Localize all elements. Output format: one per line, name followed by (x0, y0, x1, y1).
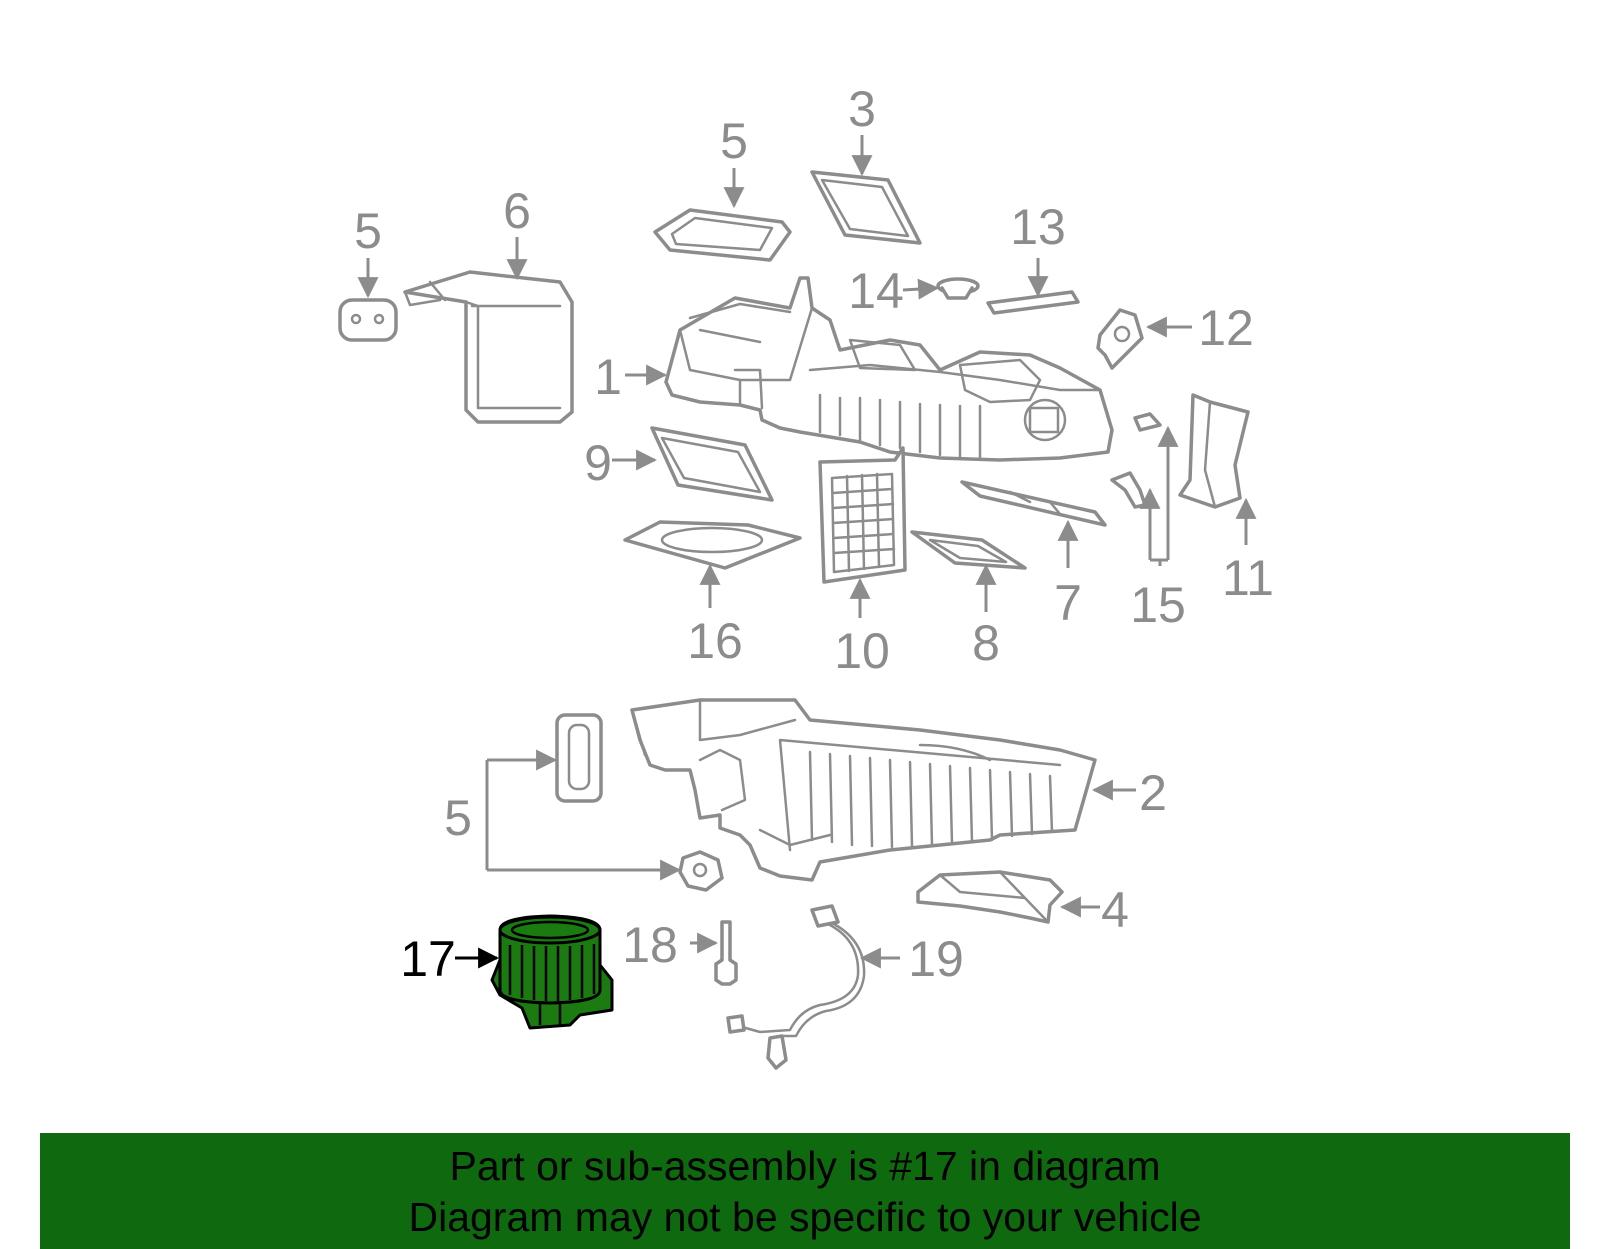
callout-numbers: 5 6 5 3 14 13 12 1 9 16 10 8 7 15 11 5 2… (354, 81, 1274, 987)
callout-13: 13 (1010, 199, 1066, 255)
callout-16: 16 (687, 613, 743, 669)
callout-17: 17 (400, 931, 456, 987)
callout-1: 1 (594, 349, 622, 405)
callout-12: 12 (1198, 300, 1254, 356)
callout-14: 14 (848, 263, 904, 319)
callout-15: 15 (1130, 577, 1186, 633)
callout-5: 5 (354, 203, 382, 259)
callout-18: 18 (622, 917, 678, 973)
part-6-heater-core[interactable] (403, 270, 574, 424)
callout-6: 6 (503, 183, 531, 239)
callout-5: 5 (720, 113, 748, 169)
part-14-cap[interactable] (936, 277, 980, 300)
part-5-gasket-top[interactable] (653, 208, 792, 262)
leader-lines (357, 135, 1257, 969)
part-2-lower-housing[interactable] (630, 698, 1097, 882)
part-12-bracket[interactable] (1096, 308, 1144, 370)
part-7-strip[interactable] (960, 480, 1107, 527)
callout-5: 5 (444, 790, 472, 846)
callout-4: 4 (1101, 882, 1129, 938)
part-13-strip[interactable] (986, 290, 1080, 315)
callout-19: 19 (908, 931, 964, 987)
part-4-duct[interactable] (916, 870, 1064, 924)
callout-11: 11 (1222, 550, 1274, 606)
callout-2: 2 (1139, 765, 1167, 821)
part-3-door[interactable] (810, 170, 922, 245)
banner-line-part: Part or sub-assembly is #17 in diagram (449, 1143, 1161, 1189)
part-1-upper-housing[interactable] (664, 276, 1114, 462)
callout-9: 9 (584, 435, 612, 491)
part-18-sensor[interactable] (714, 920, 738, 986)
callout-3: 3 (848, 81, 876, 137)
part-17-blower-motor[interactable] (490, 914, 614, 1030)
part-5-seal-left[interactable] (338, 298, 398, 342)
part-10-filter[interactable] (818, 446, 907, 584)
part-5-grommet[interactable] (678, 850, 724, 892)
callout-10: 10 (834, 623, 890, 679)
callout-7: 7 (1054, 575, 1082, 631)
part-11-duct[interactable] (1178, 393, 1250, 509)
banner-line-disclaimer: Diagram may not be specific to your vehi… (408, 1194, 1202, 1240)
part-9-door[interactable] (650, 426, 774, 502)
part-5-seal-oval[interactable] (555, 713, 603, 803)
part-15-clips[interactable] (1110, 412, 1162, 509)
part-19-harness[interactable] (726, 904, 866, 1070)
info-banner: Part or sub-assembly is #17 in diagram D… (40, 1133, 1570, 1249)
part-16-plate[interactable] (623, 520, 802, 570)
callout-8: 8 (972, 615, 1000, 671)
part-8-door[interactable] (910, 530, 1027, 570)
